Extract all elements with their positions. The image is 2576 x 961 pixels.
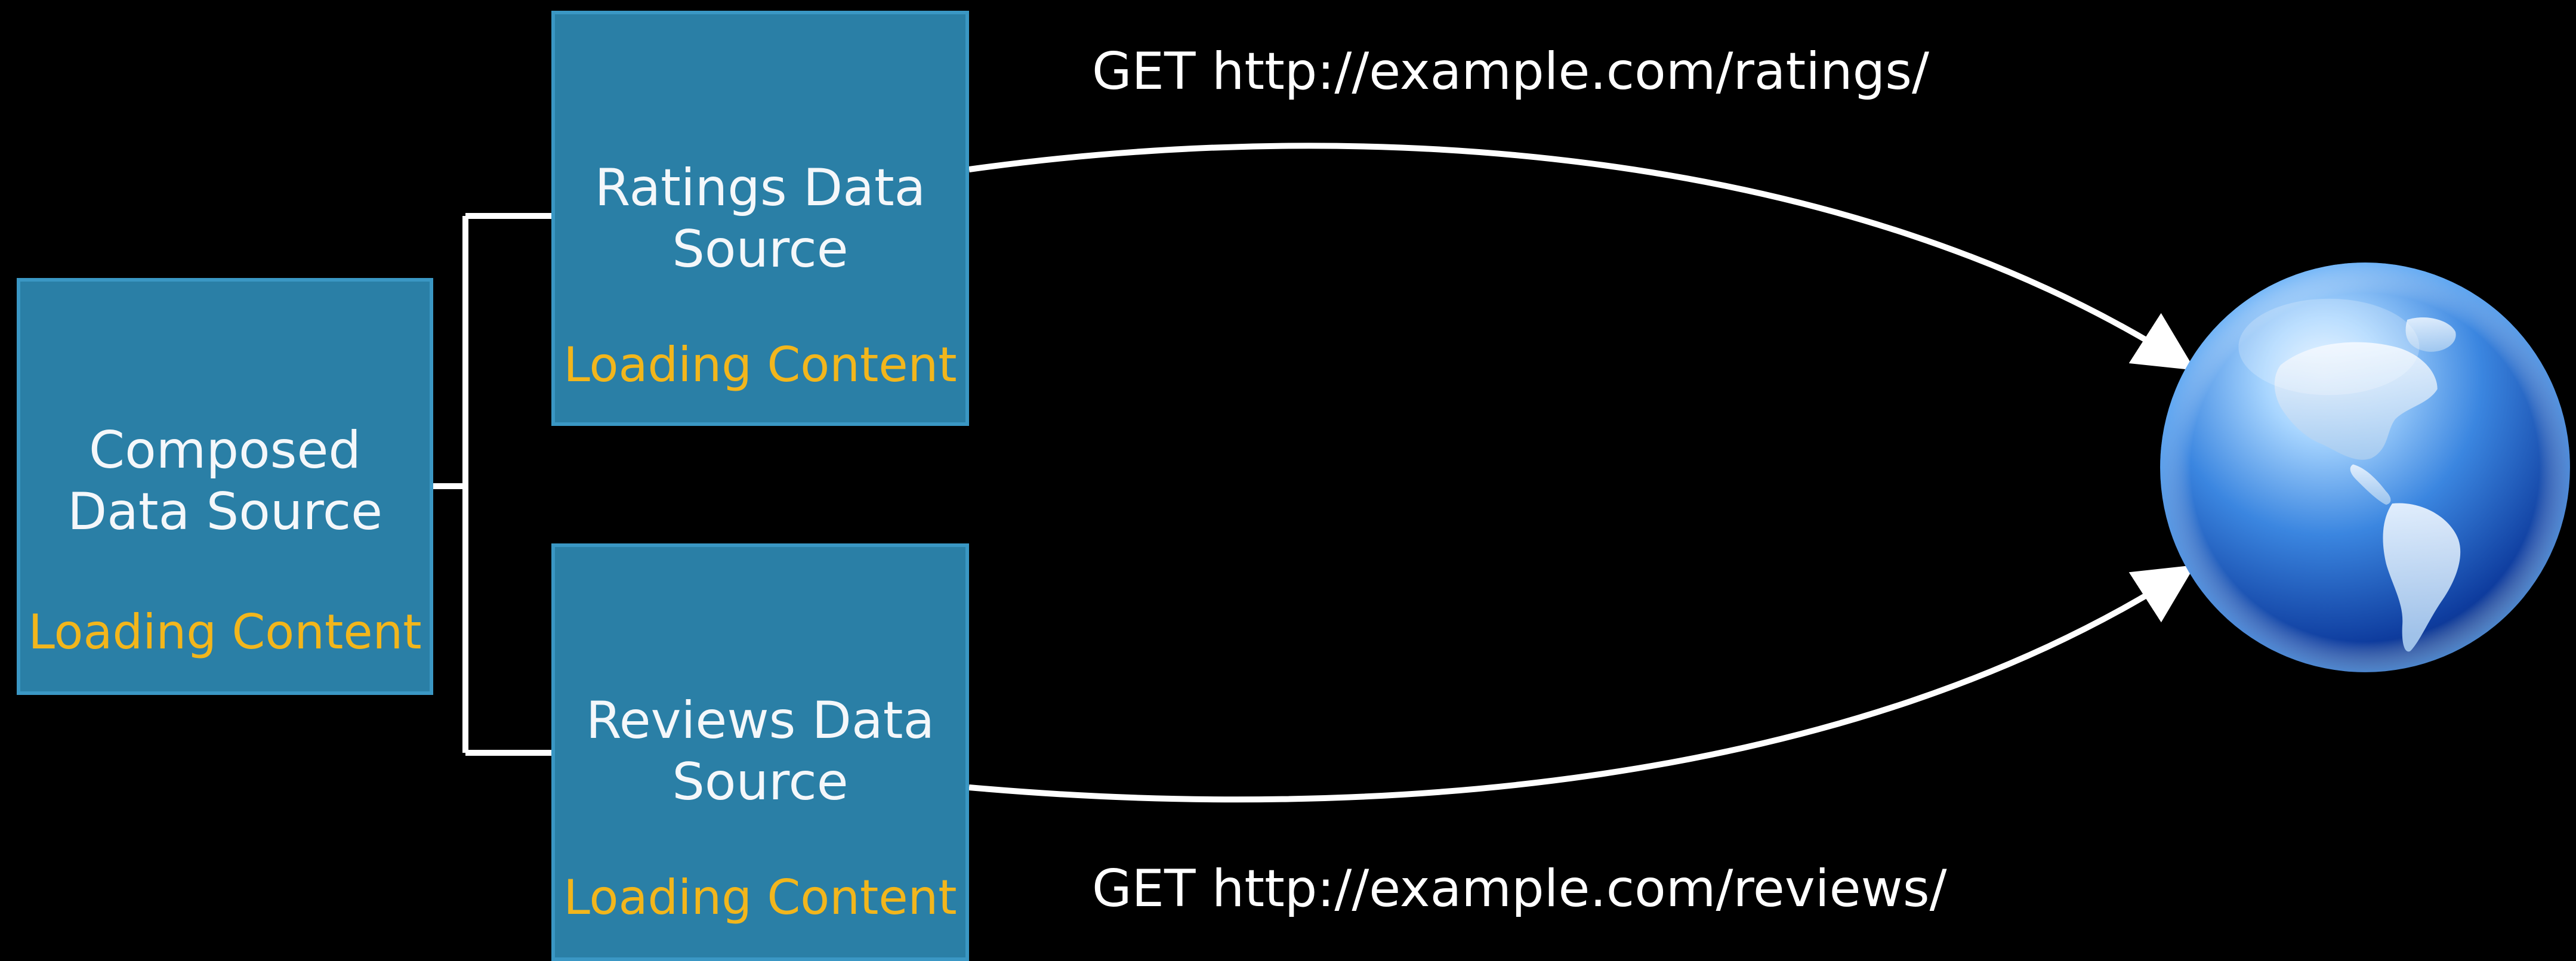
composed-data-source-box: Composed Data Source Loading Content — [17, 278, 433, 695]
ratings-data-source-box: Ratings Data Source Loading Content — [551, 11, 969, 426]
reviews-request-arrow — [968, 565, 2195, 803]
composed-to-children-connector — [433, 213, 551, 756]
reviews-title: Reviews Data Source — [555, 690, 965, 813]
composed-title-line2: Data Source — [67, 482, 383, 542]
composed-status: Loading Content — [28, 604, 422, 660]
ratings-request-label: GET http://example.com/ratings/ — [1092, 42, 1930, 101]
reviews-title-line2: Source — [672, 752, 849, 812]
reviews-data-source-box: Reviews Data Source Loading Content — [551, 543, 969, 961]
ratings-title-line2: Source — [672, 220, 849, 280]
ratings-request-arrow — [968, 143, 2195, 370]
reviews-request-label: GET http://example.com/reviews/ — [1092, 859, 1947, 919]
reviews-title-line1: Reviews Data — [585, 691, 935, 750]
ratings-status: Loading Content — [563, 337, 957, 393]
globe-land-greenland — [2405, 317, 2456, 352]
reviews-status: Loading Content — [563, 870, 957, 925]
globe-icon — [2160, 262, 2570, 672]
globe-land-south-america — [2383, 503, 2461, 652]
globe-land-central-america — [2350, 464, 2391, 505]
globe-land-north-america — [2274, 342, 2438, 460]
composed-title-line1: Composed — [89, 421, 361, 480]
ratings-title-line1: Ratings Data — [594, 158, 926, 218]
ratings-title: Ratings Data Source — [555, 157, 965, 280]
composed-title: Composed Data Source — [20, 420, 430, 543]
